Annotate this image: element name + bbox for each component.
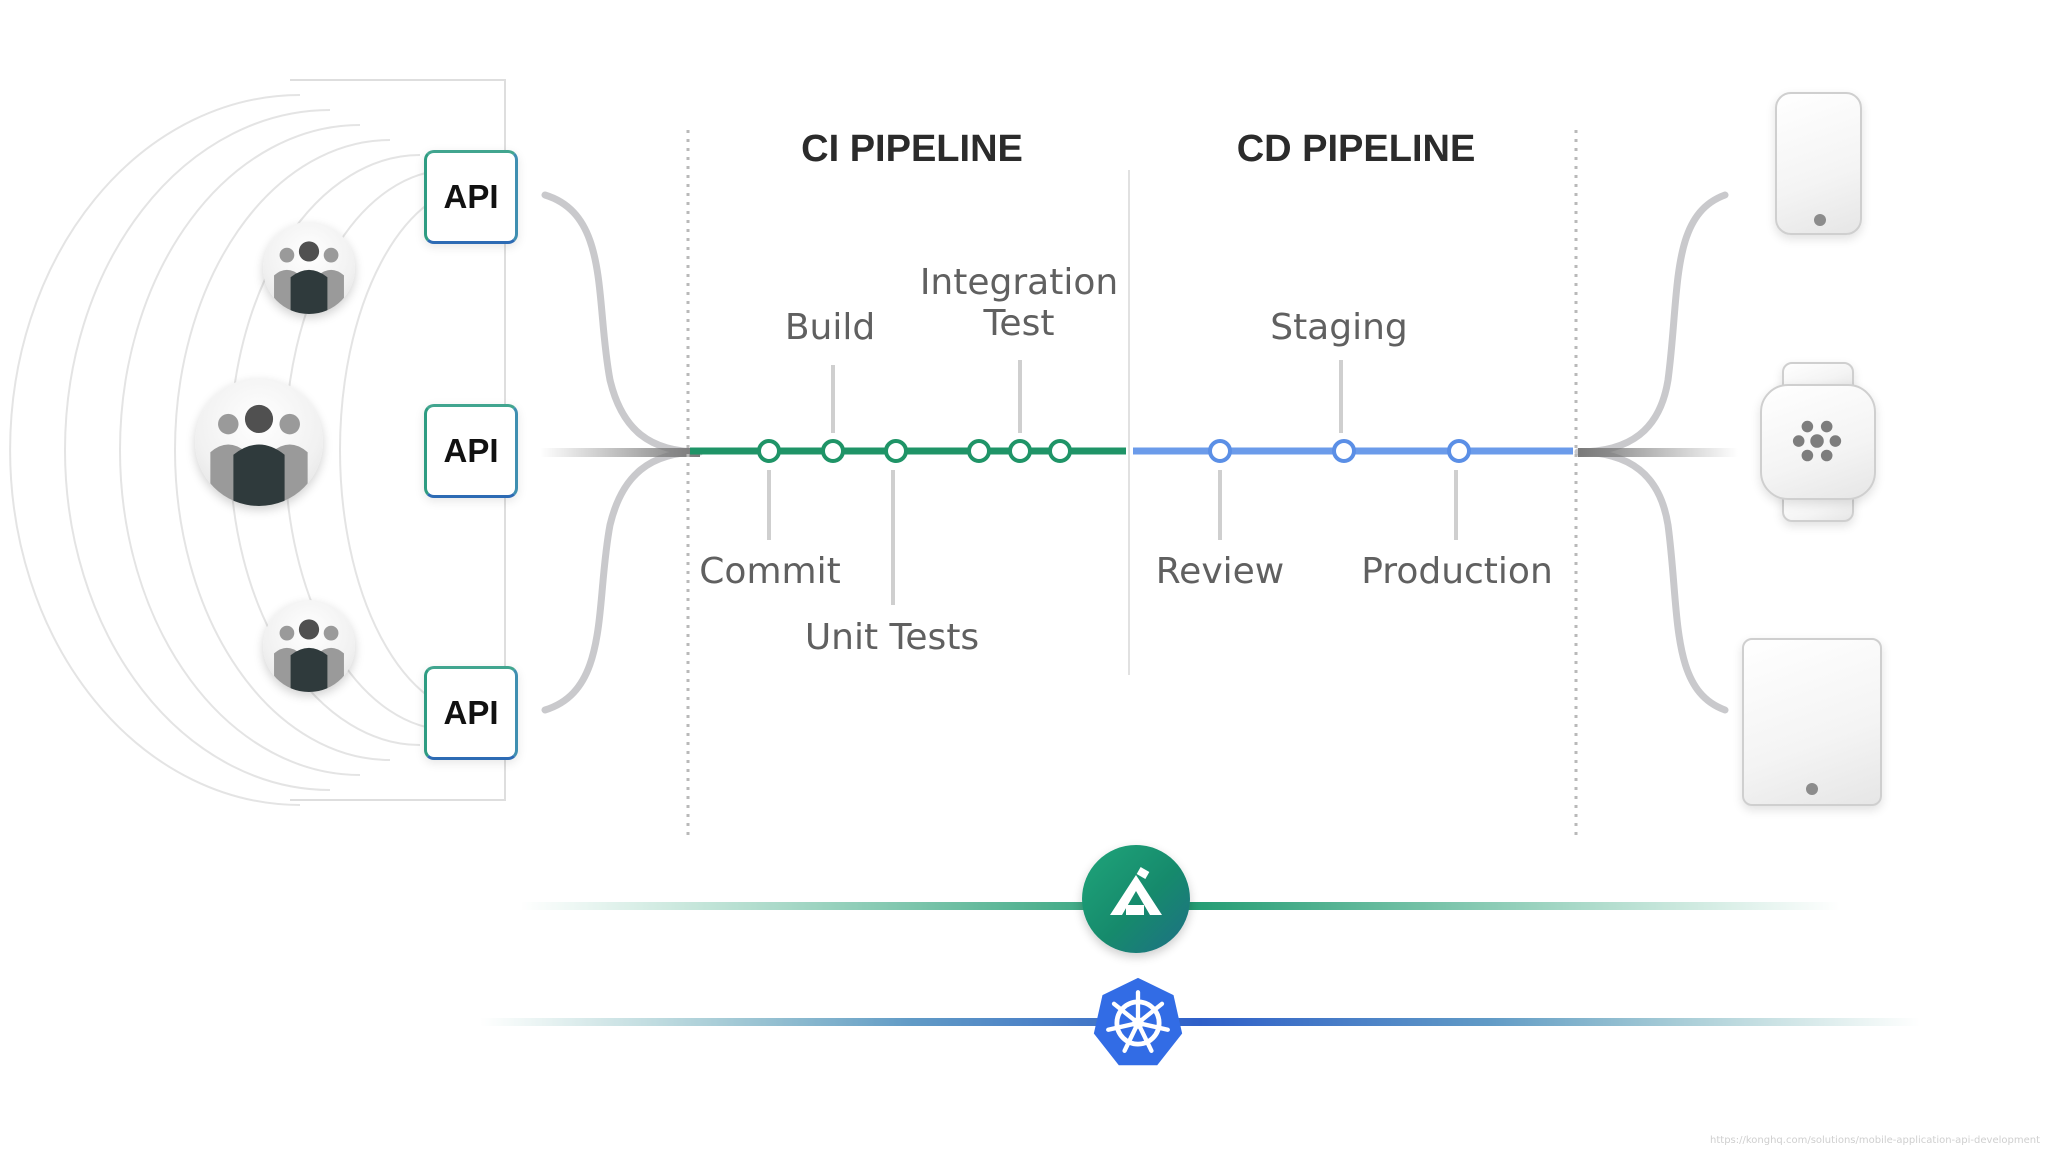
home-button (1806, 783, 1818, 795)
node-integration-1 (967, 439, 991, 463)
node-production (1447, 439, 1471, 463)
user-group-icon (263, 600, 355, 692)
stage-label-integration-line1: Integration (919, 262, 1119, 303)
source-watermark: https://konghq.com/solutions/mobile-appl… (1710, 1135, 2040, 1146)
home-button (1814, 214, 1826, 226)
node-integration-2 (1008, 439, 1032, 463)
ci-pipeline-heading: CI PIPELINE (801, 128, 1023, 170)
smartphone-icon (1775, 92, 1862, 235)
stage-label-build: Build (784, 307, 876, 348)
api-box-bottom: API (424, 666, 518, 760)
node-unit-tests (884, 439, 908, 463)
stage-label-integration: Integration Test (920, 261, 1118, 345)
node-review (1208, 439, 1232, 463)
node-build (821, 439, 845, 463)
stage-label-unit-tests: Unit Tests (804, 617, 980, 658)
smartwatch-icon (1760, 362, 1876, 522)
node-integration-3 (1048, 439, 1072, 463)
user-group-icon (263, 222, 355, 314)
cd-pipeline-heading: CD PIPELINE (1236, 128, 1476, 170)
node-commit (757, 439, 781, 463)
node-staging (1332, 439, 1356, 463)
api-box-middle: API (424, 404, 518, 498)
watch-apps-icon (1792, 420, 1842, 462)
user-group-icon (195, 378, 323, 506)
api-box-top: API (424, 150, 518, 244)
stage-label-staging: Staging (1270, 307, 1408, 348)
tablet-icon (1742, 638, 1882, 806)
stage-label-integration-line2: Test (983, 303, 1055, 345)
stage-label-commit: Commit (699, 551, 841, 592)
kong-logo-icon (1082, 845, 1190, 953)
kubernetes-logo-icon (1090, 975, 1186, 1071)
stage-label-review: Review (1155, 551, 1285, 592)
stage-label-production: Production (1361, 551, 1553, 592)
watch-face (1760, 384, 1876, 500)
